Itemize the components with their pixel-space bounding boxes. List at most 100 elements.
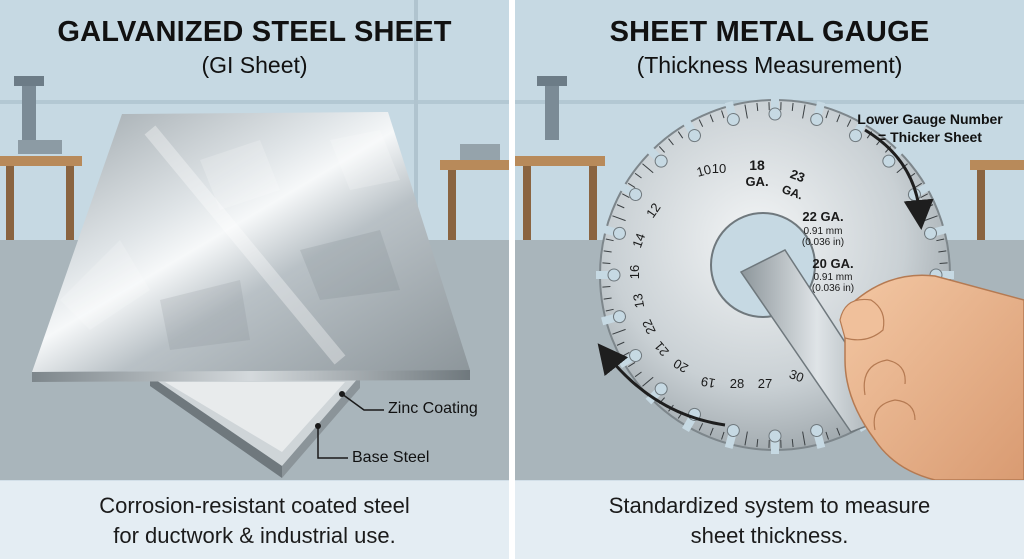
gauge-tick [756, 102, 759, 111]
reading-mm: 0.91 mm [814, 272, 853, 283]
gauge-number: 28 [730, 376, 744, 391]
left-caption-line-1: Corrosion-resistant coated steel [99, 493, 410, 518]
gauge-number: 12 [643, 200, 664, 220]
gauge-tick [603, 250, 612, 253]
gauge-labels: 10 10 18 GA. 23 GA. 12 14 16 13 22 21 20… [627, 157, 854, 391]
gauge-number: 13 [630, 292, 647, 309]
right-title: SHEET METAL GAUGE [609, 16, 930, 48]
right-subtitle: (Thickness Measurement) [636, 52, 903, 78]
gauge-tick [605, 308, 614, 312]
panel-divider [509, 0, 515, 559]
gauge-tick [602, 286, 611, 288]
left-title: GALVANIZED STEEL SHEET [57, 16, 452, 48]
galvanized-scene [0, 0, 509, 480]
reading-gauge: 22 GA. [802, 209, 843, 224]
gauge-tick [846, 119, 852, 127]
gauge-tick [634, 371, 642, 378]
left-caption-line-2: for ductwork & industrial use. [113, 523, 396, 548]
gauge-panel: 10 10 18 GA. 23 GA. 12 14 16 13 22 21 20… [515, 0, 1024, 559]
reading-mm: 0.91 mm [804, 226, 843, 237]
gauge-slot [768, 429, 782, 454]
gauge-tick [939, 262, 948, 264]
gauge-slot [596, 268, 621, 282]
gauge-tick [938, 250, 947, 253]
gauge-tick [802, 431, 806, 446]
gauge-number: 10 [712, 161, 726, 176]
gauge-tick [914, 182, 922, 188]
right-caption-line-1: Standardized system to measure [608, 493, 931, 518]
base-steel-label: Base Steel [352, 449, 430, 466]
base-leader-line [317, 426, 348, 459]
gauge-tick [836, 114, 841, 123]
workbench-left [515, 76, 605, 240]
gauge-tick [756, 439, 759, 448]
gauge-number: 23 [788, 166, 807, 185]
gauge-number: 27 [758, 376, 772, 391]
reading-gauge: 20 GA. [812, 256, 853, 271]
gauge-tick [920, 193, 928, 198]
gauge-tick [791, 102, 794, 111]
gauge-number: 22 [639, 317, 659, 336]
gauge-tick [622, 193, 630, 198]
gauge-tick [668, 138, 674, 146]
zinc-coating-label: Zinc Coating [388, 400, 478, 417]
gauge-tick [605, 238, 614, 242]
gauge-slot [645, 382, 668, 405]
left-subtitle: (GI Sheet) [201, 52, 308, 78]
gauge-number: 16 [627, 265, 642, 279]
galvanized-sheet-panel: GALVANIZED STEEL SHEET (GI Sheet) Zinc C… [0, 0, 509, 559]
gauge-tick [802, 104, 806, 119]
gauge-tick [616, 204, 625, 209]
reading-inch: (0.036 in) [812, 283, 854, 294]
gauge-slot [601, 224, 626, 240]
zinc-leader-line [341, 393, 384, 411]
gauge-tick [896, 163, 908, 174]
gauge-tick [709, 114, 714, 123]
gauge-slot [601, 310, 626, 326]
gauge-tick [709, 427, 714, 436]
reading-inch: (0.036 in) [802, 237, 844, 248]
gauge-number: 30 [787, 366, 806, 385]
right-caption-line-2: sheet thickness. [690, 523, 849, 548]
gauge-slot [768, 96, 782, 121]
gauge-number: 20 [671, 356, 691, 376]
gauge-tick [721, 431, 725, 440]
sheet-layers [150, 376, 360, 478]
gauge-slot [849, 117, 868, 143]
gauge-tick [642, 163, 654, 174]
gauge-tick [602, 262, 611, 264]
gauge-tick [658, 146, 665, 153]
arrow-clockwise [864, 128, 934, 230]
gauge-tick [634, 172, 642, 179]
gauge-tick [642, 376, 654, 387]
gauge-unit: GA. [745, 174, 768, 189]
gauge-tick [744, 104, 748, 119]
gauge-slot [810, 424, 826, 449]
gauge-tick [791, 439, 794, 448]
gauge-tick [628, 182, 636, 188]
gauge-tick [825, 110, 829, 119]
workbench-right [440, 144, 509, 240]
gauge-scene: 10 10 18 GA. 23 GA. 12 14 16 13 22 21 20… [515, 0, 1024, 481]
hand-holding-strip [739, 249, 1024, 481]
galvanized-sheet [32, 112, 470, 382]
left-caption: Corrosion-resistant coated steel for duc… [0, 480, 509, 559]
gauge-slot [724, 101, 740, 126]
gauge-slot [645, 145, 668, 168]
workbench-left [0, 76, 82, 240]
gauge-number: 19 [700, 374, 717, 391]
arrow-counterclockwise [597, 343, 726, 427]
gauge-unit: GA. [780, 182, 805, 202]
gauge-number: 10 [695, 162, 713, 180]
gauge-tick [744, 431, 748, 446]
gauge-slot [724, 424, 740, 449]
gauge-tick [936, 238, 945, 242]
gauge-note: Lower Gauge Number = Thicker Sheet [845, 110, 1015, 146]
gauge-tick [698, 119, 704, 127]
gauge-tick [825, 431, 829, 440]
gauge-tick [628, 362, 636, 368]
gauge-tick [677, 131, 684, 139]
gauge-number: 18 [749, 157, 765, 173]
gauge-tick [612, 215, 626, 222]
